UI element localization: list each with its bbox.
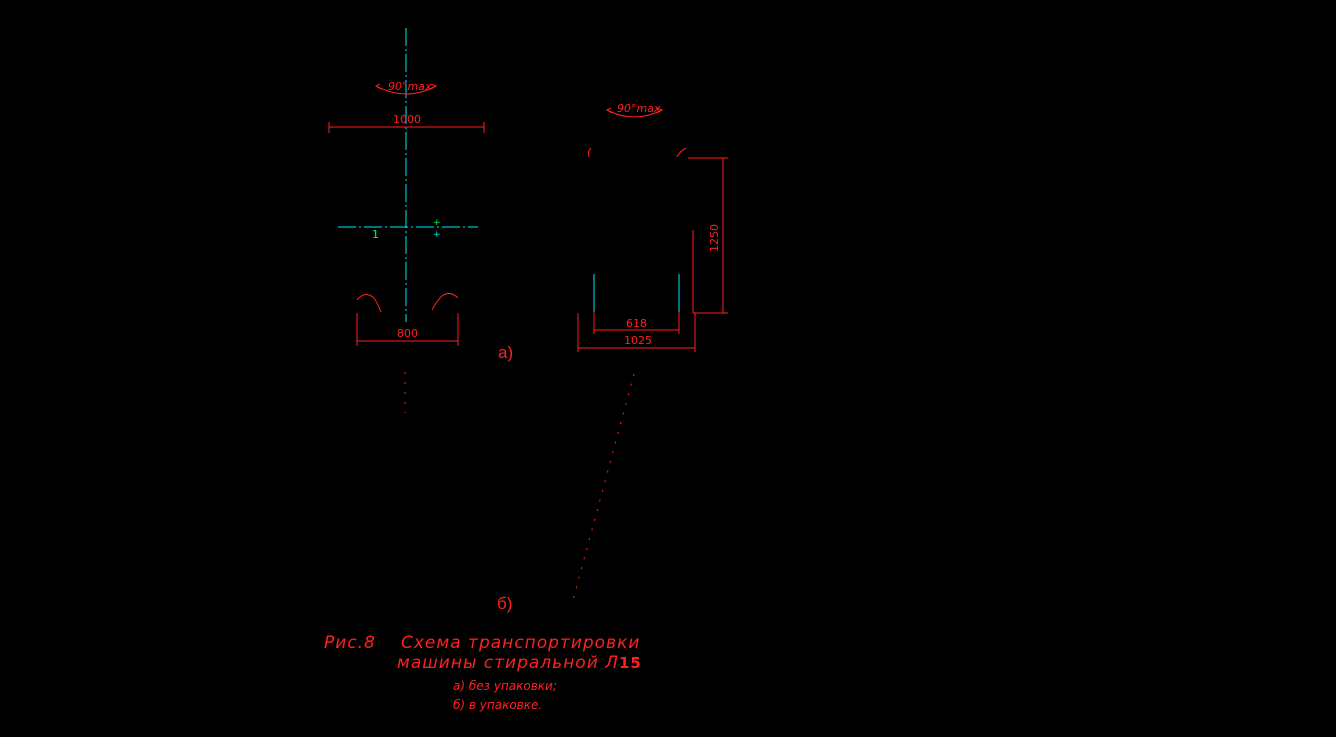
view-a-angle-arc: [375, 85, 437, 95]
caption-item-b: б) в упаковке.: [453, 698, 542, 712]
caption-line-2: машины стиральной Л15: [397, 653, 642, 673]
caption-line-2-bold: 15: [619, 654, 642, 672]
view-a-angle-label: 90°max: [388, 80, 432, 93]
view-a-hook-left: [356, 294, 382, 313]
view-b-label: б): [497, 594, 512, 613]
view-b-dim-618-label: 618: [626, 317, 647, 330]
view-b-angle-arrow-left: [605, 107, 613, 114]
caption-line-1: Схема транспортировки: [401, 633, 640, 653]
view-a-plus-mark-top: +: [433, 218, 441, 228]
view-b-angle-arrow-right: [656, 107, 664, 114]
view-a-angle-arrow-right: [430, 83, 438, 90]
view-a: 90°max 1000 1 + + 800 а): [328, 28, 513, 413]
caption-item-a: а) без упаковки;: [453, 679, 557, 693]
caption-line-2-text: машины стиральной Л: [397, 653, 619, 673]
view-b-dim-1250-label: 1250: [708, 224, 721, 252]
view-a-hook-right: [431, 292, 459, 311]
caption-fig-number: Рис.8: [324, 633, 376, 653]
view-b-angle-arc: [606, 109, 663, 118]
view-a-dim-800-label: 800: [397, 327, 418, 340]
view-b: 90°max 1250 618 1025 б): [497, 102, 728, 613]
view-b-hook-left: [587, 147, 592, 158]
view-a-axis-mark: 1: [372, 228, 379, 241]
view-a-dim-1000-label: 1000: [393, 113, 421, 126]
caption: Рис.8 Схема транспортировки машины стира…: [324, 633, 642, 712]
view-b-angle-label: 90°max: [617, 102, 661, 115]
view-b-hook-right: [676, 147, 687, 158]
view-a-angle-arrow-left: [374, 83, 382, 90]
view-b-drop-line: [572, 373, 635, 601]
view-b-dim-1025-label: 1025: [624, 334, 652, 347]
view-a-plus-mark-bottom: +: [433, 230, 441, 240]
view-a-label: а): [498, 343, 513, 362]
